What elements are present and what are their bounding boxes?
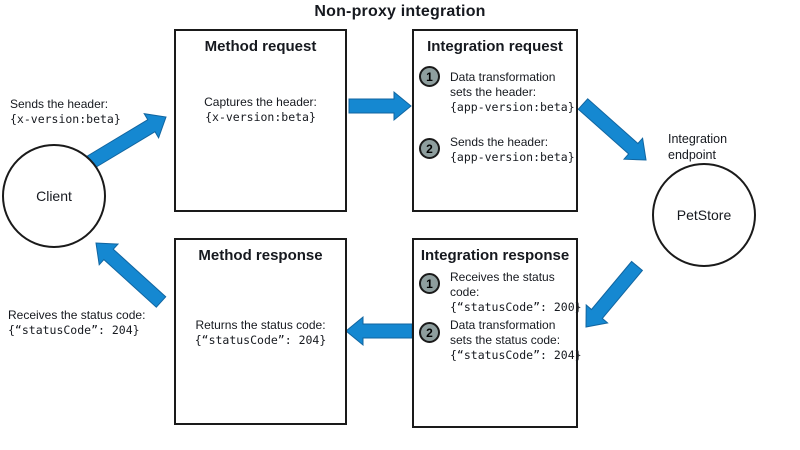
step-1-badge: 1 bbox=[419, 273, 440, 294]
step-code: {app-version:beta} bbox=[450, 150, 575, 164]
client-sends-code: {x-version:beta} bbox=[10, 112, 121, 126]
method-response-title: Method response bbox=[198, 247, 323, 264]
arrow-integration-response-to-method-response bbox=[345, 315, 413, 347]
method-request-code: {x-version:beta} bbox=[205, 110, 316, 124]
arrow-method-response-to-client bbox=[95, 242, 167, 308]
step-1-badge: 1 bbox=[419, 66, 440, 87]
client-sends-note: Sends the header: {x-version:beta} bbox=[10, 97, 121, 127]
method-request-note: Captures the header: {x-version:beta} bbox=[176, 95, 345, 125]
arrow-integration-request-to-endpoint bbox=[577, 98, 647, 161]
client-receives-text: Receives the status code: bbox=[8, 308, 146, 322]
step-code: {“statusCode”: 204} bbox=[450, 348, 582, 362]
step-text: sets the status code: bbox=[450, 333, 561, 347]
client-label: Client bbox=[36, 188, 72, 204]
method-request-title: Method request bbox=[204, 38, 317, 55]
method-response-text: Returns the status code: bbox=[195, 318, 326, 332]
step-text: Receives the status code: bbox=[450, 270, 555, 299]
client-receives-note: Receives the status code: {“statusCode”:… bbox=[8, 308, 145, 338]
integration-response-step-2: 2 Data transformation sets the status co… bbox=[419, 318, 582, 363]
step-text: Data transformation bbox=[450, 70, 556, 84]
integration-request-step-2: 2 Sends the header: {app-version:beta} bbox=[419, 135, 575, 165]
diagram-title: Non-proxy integration bbox=[314, 3, 486, 20]
arrow-method-request-to-integration-request bbox=[348, 90, 412, 122]
client-sends-text: Sends the header: bbox=[10, 97, 109, 111]
method-response-note: Returns the status code: {“statusCode”: … bbox=[176, 318, 345, 348]
step-2-badge: 2 bbox=[419, 322, 440, 343]
method-request-box: Method request Captures the header: {x-v… bbox=[174, 29, 347, 212]
integration-request-box: Integration request 1 Data transformatio… bbox=[412, 29, 578, 212]
method-response-box: Method response Returns the status code:… bbox=[174, 238, 347, 425]
client-receives-code: {“statusCode”: 204} bbox=[8, 323, 140, 337]
client-node: Client bbox=[2, 144, 106, 248]
caption-line: endpoint bbox=[668, 148, 716, 162]
step-code: {app-version:beta} bbox=[450, 100, 575, 114]
step-code: {“statusCode”: 200} bbox=[450, 300, 582, 314]
integration-request-step-1: 1 Data transformation sets the header: {… bbox=[419, 66, 575, 115]
petstore-node: PetStore bbox=[652, 163, 756, 267]
integration-response-title: Integration response bbox=[420, 247, 570, 264]
method-request-text: Captures the header: bbox=[204, 95, 317, 109]
integration-response-box: Integration response 1 Receives the stat… bbox=[412, 238, 582, 428]
petstore-label: PetStore bbox=[676, 207, 732, 223]
integration-response-step-1: 1 Receives the status code: {“statusCode… bbox=[419, 270, 582, 315]
arrow-endpoint-to-integration-response bbox=[585, 260, 644, 328]
step-text: Sends the header: bbox=[450, 135, 549, 149]
method-response-code: {“statusCode”: 204} bbox=[194, 333, 327, 347]
integration-endpoint-caption: Integration endpoint bbox=[668, 131, 727, 163]
step-2-badge: 2 bbox=[419, 138, 440, 159]
step-text: Data transformation bbox=[450, 318, 556, 332]
integration-request-title: Integration request bbox=[427, 38, 563, 55]
step-text: sets the header: bbox=[450, 85, 537, 99]
caption-line: Integration bbox=[668, 132, 728, 146]
